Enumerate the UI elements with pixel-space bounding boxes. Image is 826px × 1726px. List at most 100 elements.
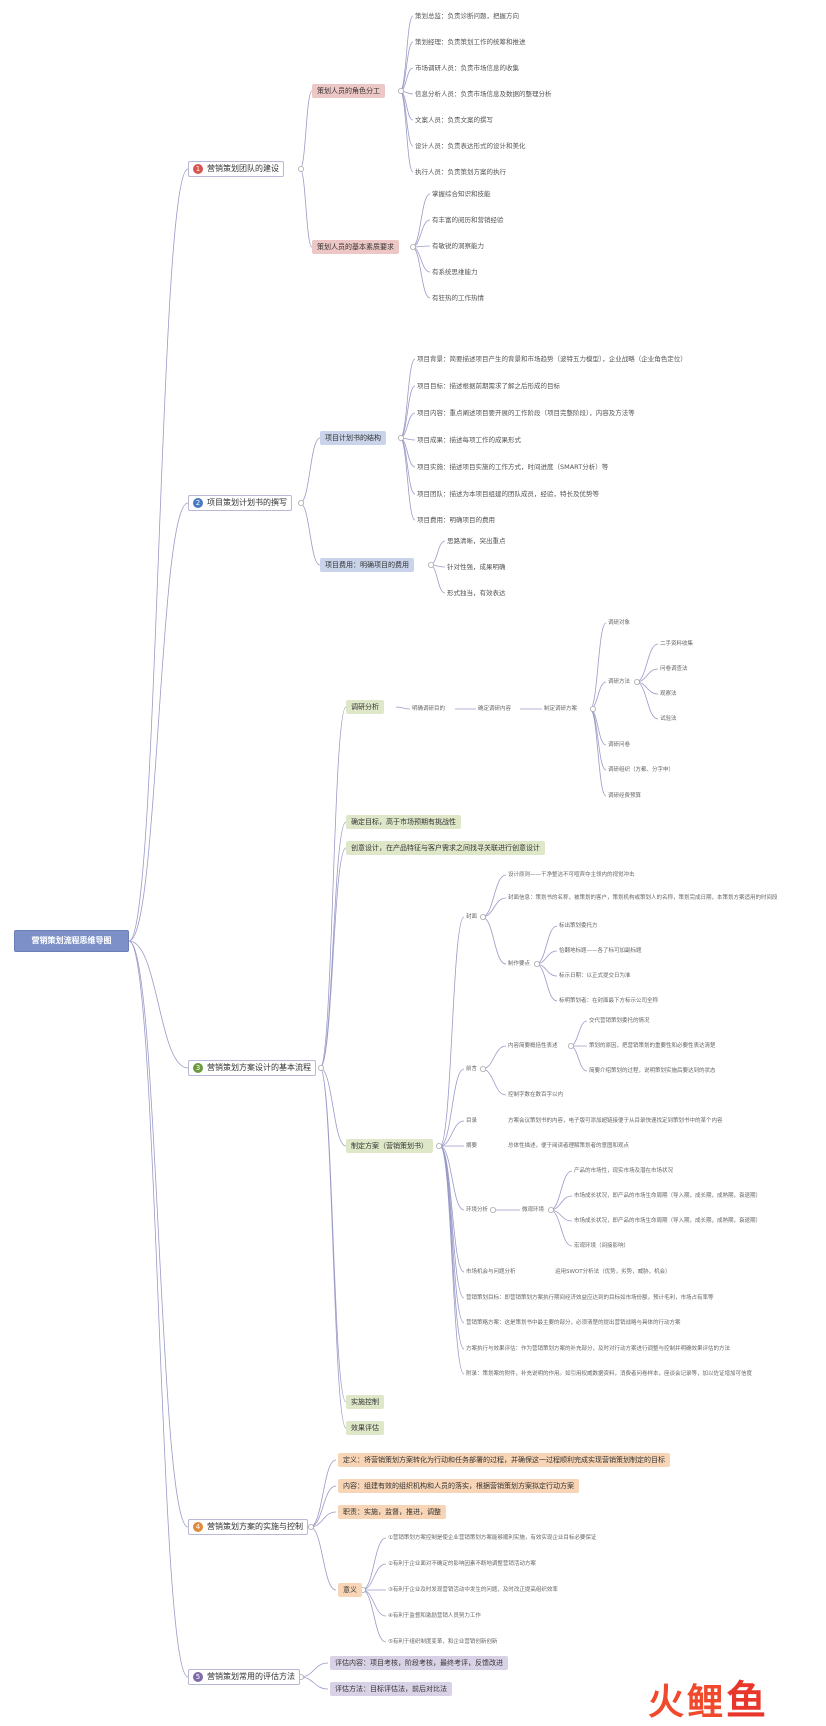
branch-eval-content[interactable]: 评估内容：项目考核，阶段考核，最终考评，反馈改进 (330, 1656, 508, 1670)
collapse-toggle-icon[interactable] (397, 434, 404, 441)
leaf[interactable]: 调研方法 (608, 679, 631, 685)
leaf[interactable]: 二手资料收集 (660, 641, 694, 647)
leaf[interactable]: 交代营销策划委托的情况 (589, 1018, 650, 1024)
leaf[interactable]: ③有利于企业及时发现营销活动中发生的问题，及时改正提高组织效率 (388, 1587, 558, 1593)
collapse-toggle-icon[interactable] (409, 243, 416, 250)
branch-goal[interactable]: 确定目标，高于市场预期有挑战性 (346, 815, 461, 829)
leaf[interactable]: 封面信息：策划书的名称，被策划的客户，策划机构或策划人的名称，策划完成日期，本策… (508, 895, 778, 901)
leaf[interactable]: 文案人员：负责文案的撰写 (415, 116, 493, 124)
collapse-toggle-icon[interactable] (634, 679, 641, 686)
leaf[interactable]: 产品的市场性，现实市场及潜在市场状况 (574, 1168, 674, 1174)
summary-node[interactable]: 摘要 (466, 1143, 478, 1149)
branch-plan[interactable]: 制定方案（营销策划书） (346, 1139, 433, 1153)
research-content[interactable]: 确定调研内容 (478, 706, 512, 712)
collapse-toggle-icon[interactable] (534, 961, 541, 968)
leaf[interactable]: 项目内容：重点阐述项目要开展的工作阶段（项目完整阶段），内容及方法等 (417, 409, 635, 417)
leaf[interactable]: 附录：策划案的附件，补充说明的作用。如引用权威数据资料，消费者问卷样本，座谈会记… (466, 1371, 753, 1377)
leaf[interactable]: 市场调研人员：负责市场信息的收集 (415, 64, 519, 72)
branch-roles[interactable]: 策划人员的角色分工 (312, 84, 385, 98)
collapse-toggle-icon[interactable] (297, 165, 304, 172)
branch-quality[interactable]: 策划人员的基本素质要求 (312, 240, 399, 254)
research-plan[interactable]: 制定调研方案 (544, 706, 578, 712)
leaf[interactable]: 宏观环境（间接影响） (574, 1243, 630, 1249)
branch-cost[interactable]: 项目费用：明确项目的费用 (320, 558, 414, 572)
leaf[interactable]: 策划的原因，把营销策划的重要性和必要性表达清楚 (589, 1043, 716, 1049)
leaf[interactable]: 有狂热的工作热情 (432, 294, 484, 302)
env-sub-node[interactable]: 微观环境 (522, 1207, 545, 1213)
branch-structure[interactable]: 项目计划书的结构 (320, 431, 386, 445)
leaf[interactable]: ②有利于企业面对不确定的影响因素不断地调整营销活动方案 (388, 1561, 536, 1567)
collapse-toggle-icon[interactable] (568, 1043, 575, 1050)
leaf[interactable]: 形式独当，有效表达 (447, 589, 506, 597)
leaf[interactable]: 策划经理：负责策划工作的统筹和推进 (415, 38, 526, 46)
research-purpose[interactable]: 明确调研目的 (412, 706, 446, 712)
leaf[interactable]: 观察法 (660, 691, 677, 697)
collapse-toggle-icon[interactable] (435, 1143, 442, 1150)
branch-creative[interactable]: 创意设计，在产品特征与客户需求之间找寻关联进行创意设计 (346, 841, 545, 855)
collapse-toggle-icon[interactable] (427, 562, 434, 569)
leaf[interactable]: 营销策略方案：这是策划书中最主要的部分，必须清楚的提出营销战略与具体的行动方案 (466, 1320, 681, 1326)
branch-research[interactable]: 调研分析 (346, 700, 384, 714)
collapse-toggle-icon[interactable] (307, 1524, 314, 1531)
leaf[interactable]: 项目成果：描述每项工作的成果形式 (417, 436, 521, 444)
leaf[interactable]: 运用SWOT分析法（优势，劣势，威胁，机会） (555, 1269, 671, 1275)
leaf[interactable]: 有丰富的阅历和营销经验 (432, 216, 504, 224)
leaf[interactable]: 方案执行与效果评估：作为营销策划方案的补充部分，及时对行动方案进行调整与控制并明… (466, 1346, 731, 1352)
branch-eval-method[interactable]: 评估方法：目标评估法，前后对比法 (330, 1682, 452, 1696)
branch-definition[interactable]: 定义：将营销策划方案转化为行动和任务部署的过程，并确保这一过程顺利完成实现营销策… (338, 1453, 670, 1467)
leaf[interactable]: 调研经费预算 (608, 793, 642, 799)
section-2-node[interactable]: 2 项目策划计划书的撰写 (188, 495, 292, 511)
leaf[interactable]: 掌握综合知识和技能 (432, 190, 491, 198)
leaf[interactable]: 总体性描述，便于阅读者理解策划者的意图和观点 (508, 1143, 630, 1149)
leaf[interactable]: 调研问卷 (608, 742, 631, 748)
leaf[interactable]: 市场成长状况，即产品的市场生命周期（导入期，成长期，成熟期，衰退期） (574, 1218, 762, 1224)
leaf[interactable]: 市场成长状况，即产品的市场生命周期（导入期，成长期，成熟期，衰退期） (574, 1193, 762, 1199)
leaf[interactable]: 项目背景：简要描述项目产生的背景和市场趋势（波特五力模型），企业战略（企业角色定… (417, 355, 687, 363)
env-node[interactable]: 环境分析 (466, 1207, 489, 1213)
leaf[interactable]: ④有利于监督和激励营销人员努力工作 (388, 1613, 481, 1619)
leaf[interactable]: 标示日期：以正式提交日为准 (559, 973, 631, 979)
cover-node[interactable]: 封面 (466, 914, 478, 920)
section-5-node[interactable]: 5 营销策划常用的评估方法 (188, 1669, 300, 1685)
branch-implementation[interactable]: 实施控制 (346, 1395, 384, 1409)
leaf[interactable]: 针对性强，成果明确 (447, 563, 506, 571)
leaf[interactable]: 简要介绍策划的过程，说明策划实施后要达到的状态 (589, 1068, 716, 1074)
leaf[interactable]: 控制字数在数百字以内 (508, 1092, 564, 1098)
toc-node[interactable]: 目录 (466, 1118, 478, 1124)
leaf[interactable]: 标出策划委托方 (559, 923, 598, 929)
leaf[interactable]: 方案会议策划书的内容，电子版可添加超链接便于从目录快速找定到策划书中的某个内容 (508, 1118, 723, 1124)
leaf[interactable]: 信息分析人员：负责市场信息及数据的整理分析 (415, 90, 552, 98)
branch-meaning[interactable]: 意义 (338, 1583, 362, 1597)
leaf[interactable]: 调研组织（方都、分字申） (608, 767, 675, 773)
collapse-toggle-icon[interactable] (489, 1207, 496, 1214)
root-node[interactable]: 营销策划流程思维导图 (14, 930, 129, 952)
make-node[interactable]: 制作要点 (508, 961, 531, 967)
section-3-node[interactable]: 3 营销策划方案设计的基本流程 (188, 1060, 316, 1076)
section-4-node[interactable]: 4 营销策划方案的实施与控制 (188, 1519, 308, 1535)
leaf[interactable]: 设计原则——干净整洁不可喧宾夺主领内的视觉冲击 (508, 872, 635, 878)
leaf[interactable]: ①营销策划方案控制是使企业营销策划方案能够顺利实施，有效实现企业目标必要保证 (388, 1535, 597, 1541)
leaf[interactable]: 项目费用：明确项目的费用 (417, 516, 495, 524)
leaf[interactable]: 试验法 (660, 716, 677, 722)
section-1-node[interactable]: 1 营销策划团队的建设 (188, 161, 284, 177)
branch-effect[interactable]: 效果评估 (346, 1421, 384, 1435)
leaf[interactable]: ⑤有利于组织制度变革，和企业营销创新创新 (388, 1639, 498, 1645)
collapse-toggle-icon[interactable] (548, 1207, 555, 1214)
leaf[interactable]: 标明策划者：在封面最下方标示公司全称 (559, 998, 659, 1004)
leaf[interactable]: 项目目标：描述根据前期需求了解之后形成的目标 (417, 382, 560, 390)
leaf[interactable]: 有敏锐的洞察能力 (432, 242, 484, 250)
collapse-toggle-icon[interactable] (317, 1065, 324, 1072)
leaf[interactable]: 内容简要概括性表述 (508, 1043, 558, 1049)
leaf[interactable]: 调研对象 (608, 620, 631, 626)
collapse-toggle-icon[interactable] (297, 499, 304, 506)
leaf[interactable]: 营销策划目标：即营销策划方案执行期间经济效益应达到的目标如市场份额，预计毛利，市… (466, 1295, 714, 1301)
leaf[interactable]: 有系统思维能力 (432, 268, 478, 276)
leaf[interactable]: 问卷调查法 (660, 666, 688, 672)
collapse-toggle-icon[interactable] (479, 1066, 486, 1073)
branch-duty[interactable]: 职责：实施，监督，推进，调整 (338, 1505, 446, 1519)
collapse-toggle-icon[interactable] (590, 706, 597, 713)
branch-content[interactable]: 内容：组建有效的组织机构和人员的落实，根据营销策划方案拟定行动方案 (338, 1479, 579, 1493)
leaf[interactable]: 思路清晰，突出重点 (447, 537, 506, 545)
collapse-toggle-icon[interactable] (397, 88, 404, 95)
preface-node[interactable]: 前言 (466, 1066, 478, 1072)
